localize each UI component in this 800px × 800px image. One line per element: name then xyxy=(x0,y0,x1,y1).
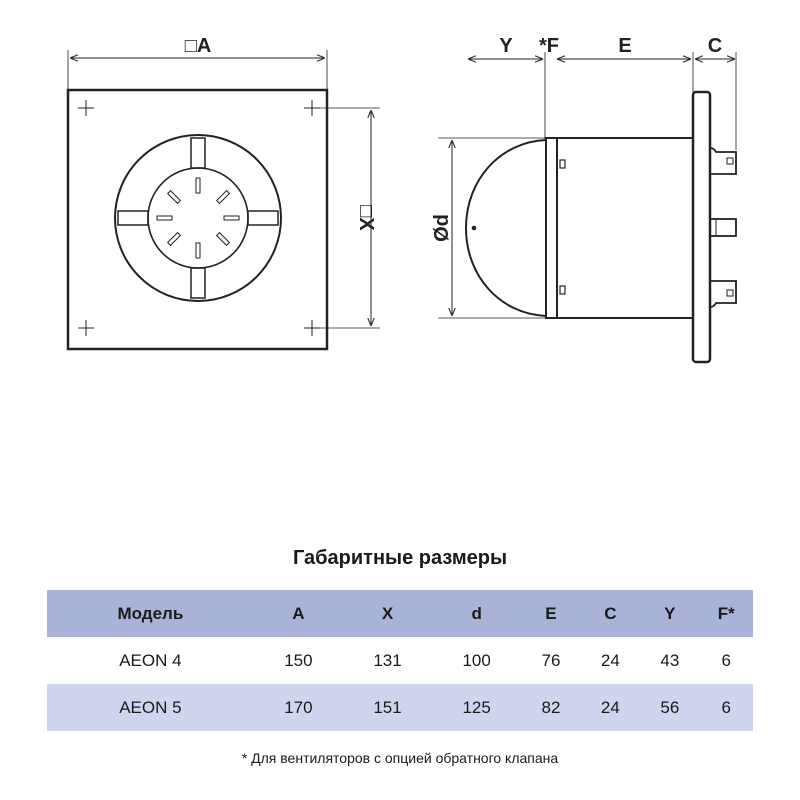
label-a: □A xyxy=(185,35,212,57)
label-y: Y xyxy=(499,35,513,57)
flange xyxy=(691,90,712,364)
front-panel xyxy=(66,88,329,351)
outer-ring xyxy=(114,134,282,302)
cell: 24 xyxy=(600,650,620,670)
cell: 131 xyxy=(373,650,402,670)
dimensions-table: Модель A X d E C Y F* AEON 4 150 131 100… xyxy=(47,590,753,731)
cell: 125 xyxy=(432,684,522,731)
connectors xyxy=(709,147,737,308)
label-d: Ød xyxy=(431,214,453,242)
label-e: E xyxy=(618,35,631,57)
label-x: □X xyxy=(355,205,377,231)
table-title: Габаритные размеры xyxy=(292,547,508,569)
cell: 6 xyxy=(721,650,731,670)
cell: 150 xyxy=(284,650,313,670)
cell-model: AEON 5 xyxy=(47,684,254,731)
header-y: Y xyxy=(640,590,700,637)
label-c: C xyxy=(708,35,722,57)
valve-band xyxy=(545,137,558,319)
cell: 24 xyxy=(580,684,641,731)
header-d: d xyxy=(432,590,522,637)
cell: 151 xyxy=(342,684,433,731)
header-e: E xyxy=(521,590,581,637)
header-a: A xyxy=(253,590,343,637)
header-c: C xyxy=(580,590,641,637)
grille-slots xyxy=(156,177,240,259)
header-x: X xyxy=(342,590,433,637)
table-row: AEON 5 170 151 125 82 24 56 6 xyxy=(47,684,753,731)
front-view xyxy=(66,50,380,351)
header-model: Модель xyxy=(47,590,254,637)
footnote: * Для вентиляторов с опцией обратного кл… xyxy=(241,750,559,766)
body xyxy=(557,137,693,319)
cell-model: AEON 4 xyxy=(119,650,182,670)
table-header-row: Модель A X d E C Y F* xyxy=(47,590,753,637)
cell: 82 xyxy=(521,684,581,731)
header-f: F* xyxy=(699,590,753,637)
inner-grille xyxy=(147,167,249,269)
ring-tabs xyxy=(117,137,279,299)
side-view xyxy=(438,52,737,364)
backdraft-dome xyxy=(464,139,547,317)
technical-drawing: □A □X Y *F E C Ød xyxy=(66,35,737,364)
cell: 170 xyxy=(253,684,343,731)
cell: 100 xyxy=(462,650,491,670)
table-row: AEON 4 150 131 100 76 24 43 6 xyxy=(47,637,753,684)
label-f: *F xyxy=(539,35,559,57)
cell: 56 xyxy=(640,684,700,731)
cell: 76 xyxy=(541,650,561,670)
cell: 43 xyxy=(660,650,680,670)
cell: 6 xyxy=(699,684,753,731)
